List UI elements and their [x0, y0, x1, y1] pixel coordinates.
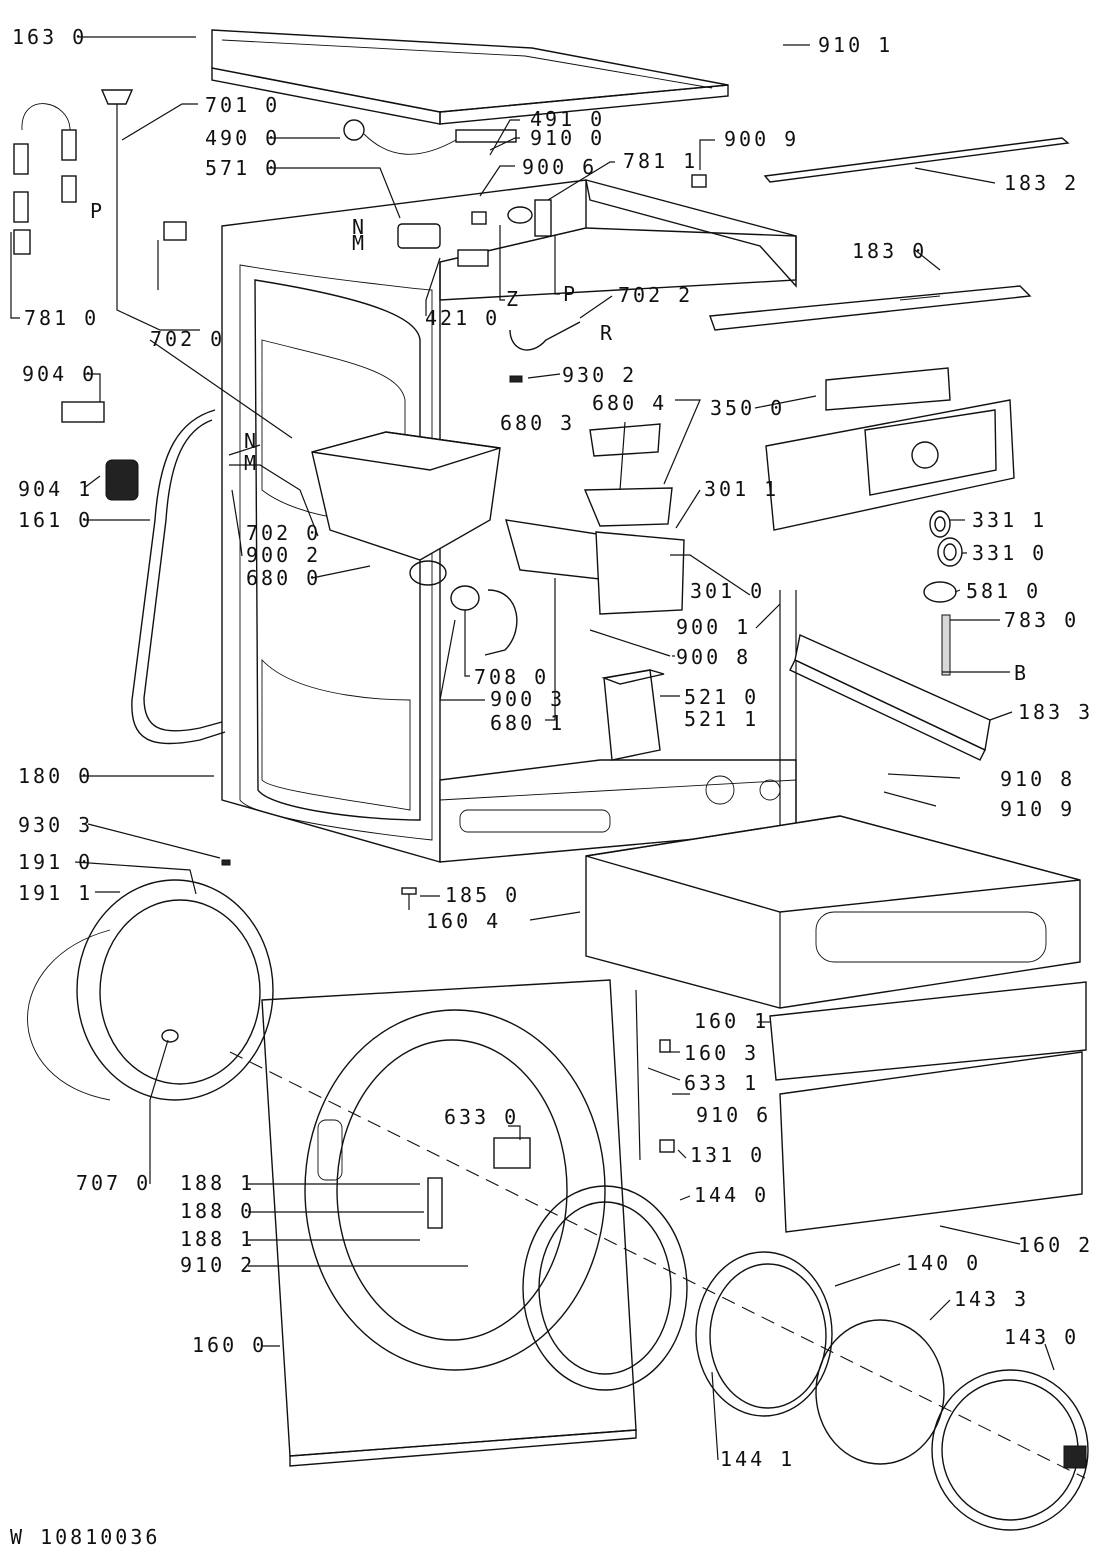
drawing-number: W 10810036 — [10, 1525, 160, 1549]
label-633-0: 633 0 — [444, 1105, 519, 1129]
label-581-0: 581 0 — [966, 579, 1041, 603]
label-143-3: 143 3 — [954, 1287, 1029, 1311]
label-910-6: 910 6 — [696, 1103, 771, 1127]
label-331-1: 331 1 — [972, 508, 1047, 532]
letter-n-mid: N — [244, 429, 259, 453]
label-781-1: 781 1 — [623, 149, 698, 173]
letter-m-upper: M — [352, 231, 367, 255]
label-521-1: 521 1 — [684, 707, 759, 731]
control-panel-part — [765, 367, 1015, 531]
label-930-3: 930 3 — [18, 813, 93, 837]
label-144-1: 144 1 — [720, 1447, 795, 1471]
label-491-0: 491 0 — [530, 107, 605, 131]
letter-b: B — [1014, 661, 1029, 685]
label-140-0: 140 0 — [906, 1251, 981, 1275]
label-910-1: 910 1 — [818, 33, 893, 57]
letter-m-mid: M — [244, 451, 259, 475]
label-904-1: 904 1 — [18, 477, 93, 501]
door-ring-parts — [522, 1185, 1089, 1531]
valve-hose-parts — [13, 89, 187, 501]
seal-parts — [929, 510, 963, 567]
dispenser-part — [311, 423, 685, 615]
label-160-1: 160 1 — [694, 1009, 769, 1033]
label-188-1-bottom: 188 1 — [180, 1227, 255, 1251]
label-910-9: 910 9 — [1000, 797, 1075, 821]
callout-labels: 163 0 910 1 701 0 490 0 491 0 910 0 571 … — [12, 25, 1093, 1471]
label-571-0: 571 0 — [205, 156, 280, 180]
label-707-0: 707 0 — [76, 1171, 151, 1195]
label-702-0-top: 702 0 — [150, 327, 225, 351]
rail-parts — [709, 137, 1070, 761]
label-160-4: 160 4 — [426, 909, 501, 933]
label-421-0: 421 0 — [425, 306, 500, 330]
label-183-0: 183 0 — [852, 239, 927, 263]
label-143-0: 143 0 — [1004, 1325, 1079, 1349]
label-180-0: 180 0 — [18, 764, 93, 788]
letter-r: R — [600, 321, 615, 345]
label-900-1: 900 1 — [676, 615, 751, 639]
module-part — [601, 669, 665, 761]
label-185-0: 185 0 — [445, 883, 520, 907]
label-904-0: 904 0 — [22, 362, 97, 386]
label-183-3: 183 3 — [1018, 700, 1093, 724]
label-900-6: 900 6 — [522, 155, 597, 179]
letter-p-mid: P — [563, 282, 578, 306]
label-900-8: 900 8 — [676, 645, 751, 669]
label-910-0: 910 0 — [530, 126, 605, 150]
letter-p-left: P — [90, 199, 105, 223]
label-301-0: 301 0 — [690, 579, 765, 603]
connection-letters: N M P Z P R N M B — [90, 199, 1029, 685]
kickboard-parts — [769, 981, 1087, 1233]
label-160-2: 160 2 — [1018, 1233, 1093, 1257]
label-680-4: 680 4 — [592, 391, 667, 415]
label-783-0: 783 0 — [1004, 608, 1079, 632]
label-131-0: 131 0 — [690, 1143, 765, 1167]
leader-lines — [10, 36, 1055, 1461]
label-900-9: 900 9 — [724, 127, 799, 151]
label-680-3: 680 3 — [500, 411, 575, 435]
label-350-0: 350 0 — [710, 396, 785, 420]
label-191-1: 191 1 — [18, 881, 93, 905]
label-160-0: 160 0 — [192, 1333, 267, 1357]
drum-seal-part — [27, 879, 274, 1101]
pressure-switch-part — [923, 581, 957, 676]
label-521-0: 521 0 — [684, 685, 759, 709]
label-161-0: 161 0 — [18, 508, 93, 532]
top-cover-part — [211, 29, 729, 125]
label-930-2: 930 2 — [562, 363, 637, 387]
label-680-0: 680 0 — [246, 566, 321, 590]
label-191-0: 191 0 — [18, 850, 93, 874]
letter-z: Z — [506, 287, 521, 311]
label-910-2: 910 2 — [180, 1253, 255, 1277]
label-680-1: 680 1 — [490, 711, 565, 735]
label-910-8: 910 8 — [1000, 767, 1075, 791]
gasket-loop-part — [131, 409, 226, 745]
base-frame-part — [585, 815, 1081, 1009]
label-702-0-mid: 702 0 — [246, 521, 321, 545]
letter-n-upper: N — [352, 215, 367, 239]
label-900-3: 900 3 — [490, 687, 565, 711]
label-701-0: 701 0 — [205, 93, 280, 117]
label-163-0: 163 0 — [12, 25, 87, 49]
label-633-1: 633 1 — [684, 1071, 759, 1095]
small-components — [161, 119, 707, 1229]
label-331-0: 331 0 — [972, 541, 1047, 565]
label-188-0: 188 0 — [180, 1199, 255, 1223]
label-900-2: 900 2 — [246, 543, 321, 567]
label-781-0: 781 0 — [24, 306, 99, 330]
label-188-1-top: 188 1 — [180, 1171, 255, 1195]
label-301-1: 301 1 — [704, 477, 779, 501]
label-160-3: 160 3 — [684, 1041, 759, 1065]
label-144-0: 144 0 — [694, 1183, 769, 1207]
label-490-0: 490 0 — [205, 126, 280, 150]
front-panel-part — [261, 979, 637, 1467]
label-708-0: 708 0 — [474, 665, 549, 689]
label-702-2: 702 2 — [618, 283, 693, 307]
label-183-2: 183 2 — [1004, 171, 1079, 195]
